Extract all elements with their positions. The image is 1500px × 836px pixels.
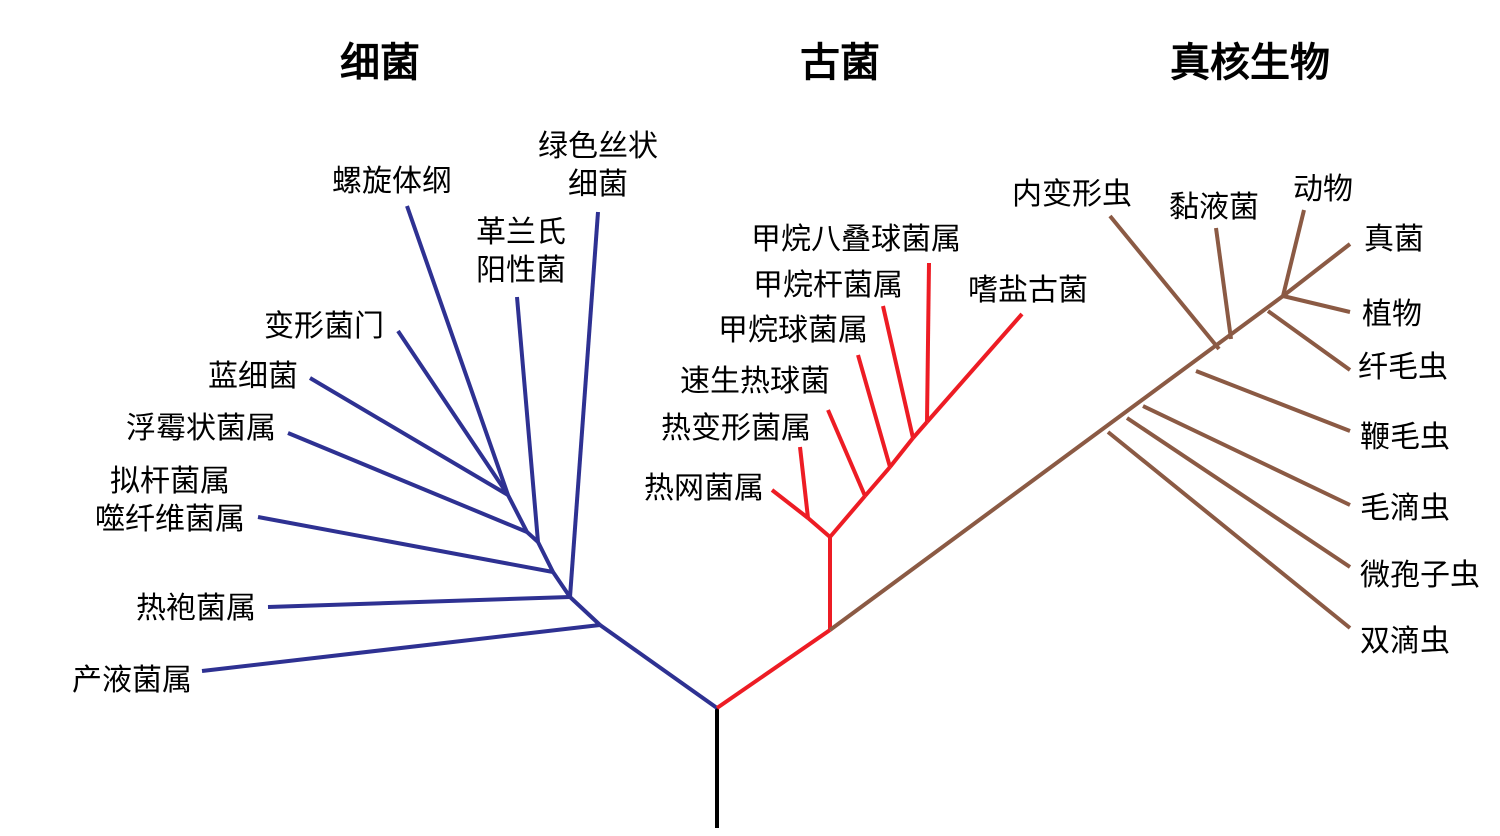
branch-methanococcus — [856, 354, 892, 468]
label-plants: 植物 — [1362, 297, 1422, 332]
branch-archaea-stem — [715, 628, 832, 710]
branch-archaea-inner-2 — [888, 436, 915, 469]
label-halophiles: 嗜盐古菌 — [968, 273, 1088, 308]
label-thermotoga: 热袍菌属 — [136, 591, 256, 626]
label-thermoproteus: 热变形菌属 — [661, 411, 811, 446]
branch-animals — [1281, 209, 1306, 297]
branch-bacteria-inner-1 — [568, 595, 602, 627]
bacteria-branches — [201, 205, 719, 710]
branch-flagellates — [1195, 369, 1351, 433]
domain-title-eukaryota: 真核生物 — [1170, 40, 1330, 86]
branch-archaea-inner-1 — [863, 465, 892, 498]
branch-methanobacterium — [881, 305, 915, 439]
label-methanococcus: 甲烷球菌属 — [718, 313, 868, 348]
label-green-filamentous-line1: 绿色丝状 — [538, 129, 658, 164]
label-planctomyces: 浮霉状菌属 — [126, 411, 276, 446]
branch-thermococcus — [826, 409, 867, 497]
label-trichomonads: 毛滴虫 — [1360, 491, 1450, 526]
eukaryota-labels: 内变形虫 黏液菌 动物 真菌 植物 纤毛虫 鞭毛虫 毛滴虫 微孢子虫 双滴虫 — [1012, 172, 1480, 659]
label-slime-molds: 黏液菌 — [1169, 190, 1259, 225]
branch-trichomonads — [1142, 404, 1351, 507]
label-gram-positive-line2: 阳性菌 — [476, 253, 566, 288]
label-flagellates: 鞭毛虫 — [1360, 420, 1450, 455]
branch-entamoebae — [1108, 214, 1221, 351]
label-thermococcus: 速生热球菌 — [680, 364, 830, 399]
label-bacteroides-line2: 噬纤维菌属 — [95, 502, 245, 537]
branch-proteobacteria — [396, 329, 510, 497]
branch-archaea-euryarchaeota — [828, 494, 867, 539]
branch-slime-molds — [1214, 227, 1233, 340]
branch-halophiles — [925, 312, 1024, 424]
branch-fungi — [1281, 242, 1352, 298]
label-ciliates: 纤毛虫 — [1358, 350, 1448, 385]
branch-bacteria-inner-2 — [551, 570, 572, 599]
label-entamoebae: 内变形虫 — [1012, 177, 1132, 212]
branch-archaea-inner-3 — [911, 420, 929, 440]
branch-diplomonads — [1106, 430, 1352, 630]
archaea-labels: 甲烷八叠球菌属 甲烷杆菌属 嗜盐古菌 甲烷球菌属 速生热球菌 热变形菌属 热网菌… — [644, 222, 1088, 506]
branch-bacteria-inner-5 — [506, 494, 529, 533]
domain-title-archaea: 古菌 — [800, 40, 880, 86]
branch-eukaryota-trunk — [828, 294, 1285, 632]
label-methanobacterium: 甲烷杆菌属 — [753, 268, 903, 303]
label-diplomonads: 双滴虫 — [1360, 624, 1450, 659]
label-microsporidia: 微孢子虫 — [1360, 558, 1480, 593]
label-cyanobacteria: 蓝细菌 — [208, 359, 298, 394]
label-bacteroides-line1: 拟杆菌属 — [110, 464, 230, 499]
branch-bacteria-inner-4 — [525, 530, 540, 544]
branch-pyrodictium — [770, 488, 810, 520]
label-green-filamentous-line2: 细菌 — [568, 167, 628, 202]
branch-planctomyces — [287, 431, 528, 534]
branch-thermoproteus — [798, 446, 810, 519]
branch-green-filamentous — [568, 211, 600, 598]
label-fungi: 真菌 — [1364, 222, 1424, 257]
label-pyrodictium: 热网菌属 — [644, 471, 764, 506]
branch-bacteria-inner-3 — [536, 541, 555, 573]
branch-aquifex — [201, 623, 601, 673]
label-animals: 动物 — [1293, 172, 1353, 207]
label-spirochetes: 螺旋体纲 — [332, 164, 452, 199]
branch-cyanobacteria — [308, 376, 510, 497]
branch-microsporidia — [1125, 416, 1352, 569]
archaea-branches — [715, 262, 1024, 710]
branch-methanosarcina — [925, 262, 931, 423]
branch-spirochetes — [405, 205, 510, 496]
branch-bacteria-stem — [598, 623, 719, 710]
branch-ciliates — [1266, 309, 1352, 372]
branch-plants — [1282, 294, 1351, 314]
eukaryota-branches — [828, 209, 1352, 632]
branch-bacteroides — [257, 515, 554, 574]
label-proteobacteria: 变形菌门 — [264, 309, 384, 344]
branch-thermotoga — [267, 595, 571, 609]
domain-title-bacteria: 细菌 — [340, 40, 420, 86]
branch-archaea-crenarchaeota — [806, 516, 832, 539]
label-aquifex: 产液菌属 — [72, 663, 192, 698]
label-methanosarcina: 甲烷八叠球菌属 — [751, 222, 961, 257]
bacteria-labels: 绿色丝状 细菌 螺旋体纲 革兰氏 阳性菌 变形菌门 蓝细菌 浮霉状菌属 拟杆菌属… — [72, 129, 658, 698]
label-gram-positive-line1: 革兰氏 — [476, 215, 566, 250]
branch-gram-positive — [515, 296, 540, 543]
